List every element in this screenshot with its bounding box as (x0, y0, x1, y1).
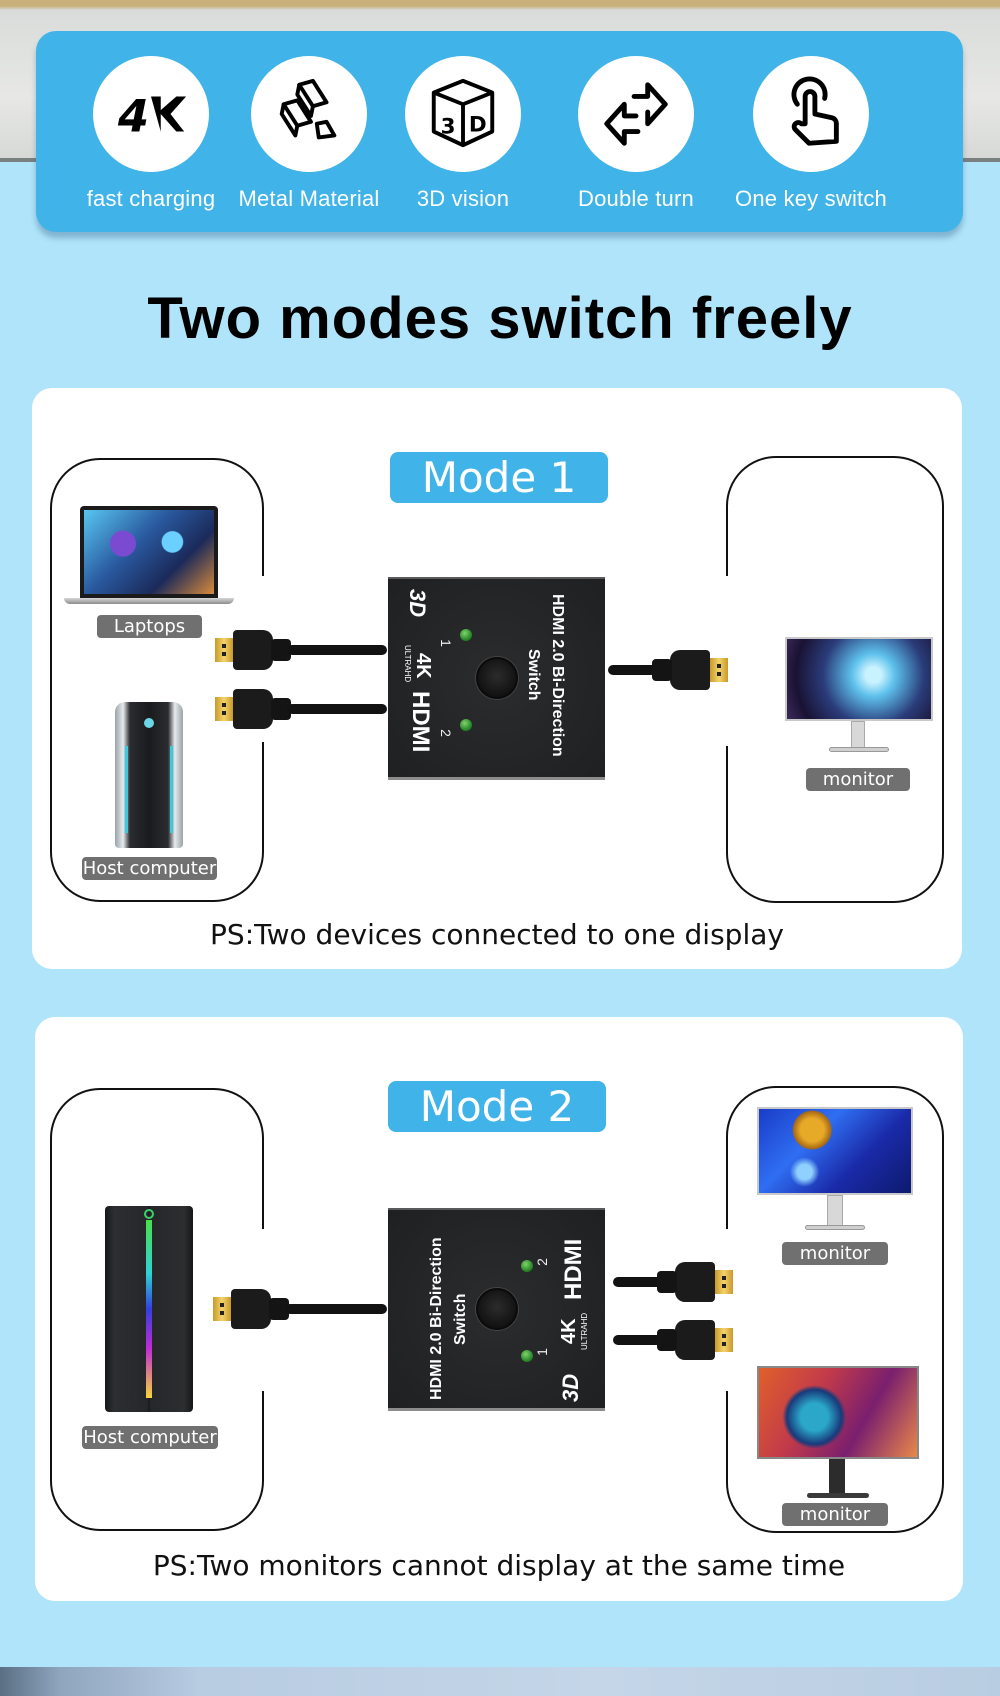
feature-one-key: One key switch (721, 56, 901, 212)
port1-number: 1 (437, 639, 454, 647)
feature-label: fast charging (86, 186, 216, 211)
switch-button (475, 1288, 518, 1330)
hdmi-plug (215, 689, 293, 729)
hdmi-logo: HDMI (407, 691, 434, 753)
switch-button (475, 657, 518, 699)
device-label-laptops: Laptops (97, 615, 202, 638)
device-label-monitor: monitor (782, 1242, 888, 1265)
hdmi-plug (650, 650, 728, 690)
4k-logo: 4K (412, 653, 434, 679)
box-gap (723, 1229, 731, 1391)
ultrahd-logo: ULTRAHD (580, 1312, 589, 1350)
hdmi-switch-device: 1 2 HDMI 2.0 Bi-Direction Switch 3D 4K U… (388, 577, 605, 780)
mode2-card: Mode 2 Host computer 2 1 HDMI 2.0 Bi-Dir… (35, 1017, 963, 1601)
mode2-note: PS:Two monitors cannot display at the sa… (152, 1549, 846, 1582)
tap-finger-icon (753, 56, 869, 172)
port2-led (521, 1260, 533, 1272)
hdmi-logo: HDMI (560, 1238, 587, 1300)
hdmi-cable (287, 704, 387, 714)
3d-logo: 3D (405, 589, 430, 618)
svg-text:4: 4 (117, 90, 149, 143)
monitor-image (785, 637, 933, 757)
mode1-badge: Mode 1 (390, 452, 608, 503)
swap-arrows-icon (578, 56, 694, 172)
page-title: Two modes switch freely (147, 286, 853, 351)
mode2-badge: Mode 2 (388, 1081, 606, 1132)
hdmi-cable (285, 1304, 387, 1314)
4k-icon: 4 (93, 56, 209, 172)
feature-4k: 4 fast charging (61, 56, 241, 212)
svg-text:3: 3 (441, 115, 456, 140)
feature-label: Metal Material (238, 186, 380, 211)
device-type-text: Switch (525, 649, 542, 701)
3d-logo: 3D (558, 1373, 583, 1402)
hdmi-cable (287, 645, 387, 655)
4k-logo: 4K (558, 1318, 580, 1344)
hdmi-cable (613, 1335, 693, 1345)
hdmi-switch-device: 2 1 HDMI 2.0 Bi-Direction Switch 3D 4K U… (388, 1208, 605, 1411)
hdmi-cable (613, 1277, 693, 1287)
device-label-host-computer: Host computer (82, 1426, 218, 1449)
hdmi-plug (655, 1320, 733, 1360)
port1-number: 1 (533, 1348, 550, 1356)
svg-text:D: D (469, 113, 487, 138)
device-type-text: Switch (452, 1293, 469, 1345)
mode1-note: PS:Two devices connected to one display (210, 918, 784, 951)
hdmi-cable (608, 665, 688, 675)
monitor-image (757, 1107, 913, 1233)
device-model-text: HDMI 2.0 Bi-Direction (549, 594, 566, 757)
feature-swap: Double turn (546, 56, 726, 212)
device-label-host-computer: Host computer (82, 857, 217, 880)
hdmi-plug (213, 1289, 291, 1329)
mode1-card: Mode 1 Laptops Host computer 1 2 HDMI 2.… (32, 388, 962, 969)
laptop-image (80, 506, 218, 598)
port2-led (460, 719, 472, 731)
feature-metal: Metal Material (219, 56, 399, 212)
port2-number: 2 (533, 1258, 550, 1266)
background-photo-bottom (0, 1667, 1000, 1696)
port1-led (460, 629, 472, 641)
feature-label: 3D vision (416, 186, 510, 211)
feature-label: One key switch (735, 186, 887, 211)
port1-led (521, 1350, 533, 1362)
metal-bars-icon (251, 56, 367, 172)
device-label-monitor: monitor (806, 768, 910, 791)
laptop-base (64, 598, 234, 604)
host-computer-image (115, 702, 183, 848)
hdmi-plug (655, 1262, 733, 1302)
feature-label: Double turn (578, 186, 694, 211)
ultrahd-logo: ULTRAHD (403, 645, 412, 683)
hdmi-plug (215, 630, 293, 670)
port2-number: 2 (437, 729, 454, 737)
host-computer-image (105, 1206, 193, 1412)
device-model-text: HDMI 2.0 Bi-Direction (428, 1237, 445, 1400)
device-label-monitor: monitor (782, 1503, 888, 1526)
monitor-image (757, 1366, 919, 1500)
